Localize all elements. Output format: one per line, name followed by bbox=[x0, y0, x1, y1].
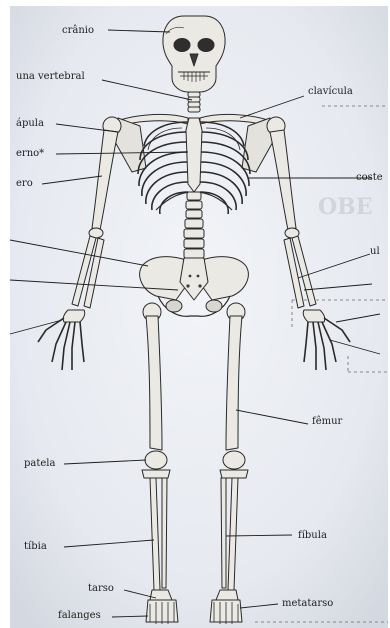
cervical-spine bbox=[188, 92, 200, 112]
fibula-left bbox=[221, 478, 226, 588]
background-bleed-text: OBE bbox=[318, 194, 373, 220]
label-umero: ero bbox=[16, 178, 33, 190]
label-patela: patela bbox=[24, 458, 55, 470]
label-femur: fêmur bbox=[312, 416, 342, 428]
label-escapula: ápula bbox=[16, 118, 44, 130]
label-fibula: fíbula bbox=[298, 530, 327, 542]
patella-right bbox=[145, 451, 167, 469]
sternum bbox=[186, 118, 202, 192]
fibula-right bbox=[162, 478, 167, 588]
label-tibia: tíbia bbox=[24, 541, 47, 553]
skull bbox=[163, 16, 225, 92]
label-clavicula: clavícula bbox=[308, 86, 353, 98]
label-esterno: erno* bbox=[16, 148, 44, 160]
label-cranio: crânio bbox=[62, 25, 94, 37]
label-tarso: tarso bbox=[88, 583, 114, 595]
label-ulna: ul bbox=[370, 246, 380, 258]
label-coluna-vertebral: una vertebral bbox=[16, 71, 85, 83]
patella-left bbox=[223, 451, 245, 469]
label-costela: coste bbox=[356, 172, 383, 184]
spine-lower bbox=[184, 192, 204, 258]
label-falanges: falanges bbox=[58, 610, 101, 622]
label-metatarso: metatarso bbox=[282, 598, 333, 610]
